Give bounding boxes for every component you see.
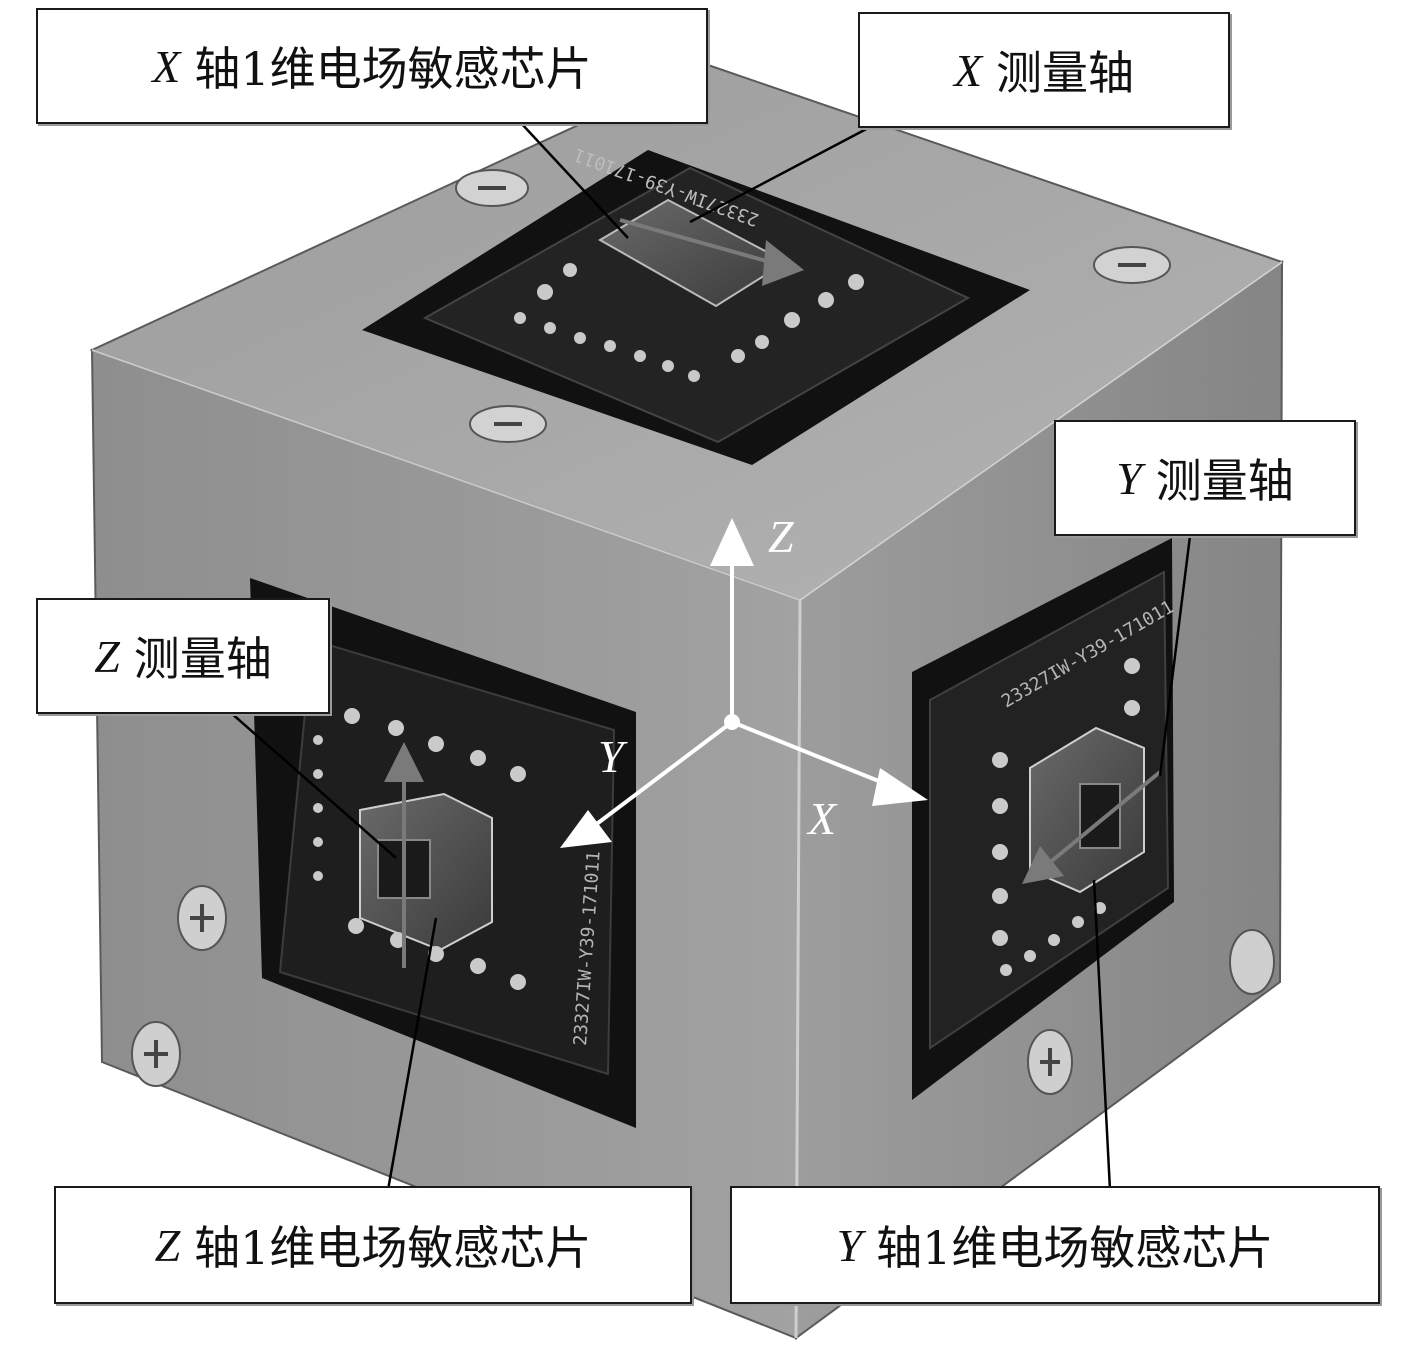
side-screws [131,885,1275,1095]
callout-y-measure-text: 测量轴 [1155,454,1294,508]
leader-lines [229,121,1192,1191]
axis-label-y: Y [598,731,624,782]
callout-z-chip: Z 轴1维电场敏感芯片 [54,1186,692,1304]
callout-y-measure-var: Y [1116,452,1142,504]
callout-x-chip-var: X [152,40,181,92]
callout-x-measure: X 测量轴 [858,12,1230,128]
callout-z-measure-var: Z [94,630,120,682]
axis-label-x: X [808,793,837,844]
callout-x-measure-var: X [953,44,983,96]
callout-y-chip: Y 轴1维电场敏感芯片 [730,1186,1380,1304]
coordinate-axes [560,518,928,848]
callout-z-measure-text: 测量轴 [133,632,272,686]
callout-x-chip: X 轴1维电场敏感芯片 [36,8,708,124]
callout-z-chip-var: Z [154,1219,181,1271]
top-pcb [422,166,971,444]
callout-y-chip-var: Y [836,1219,863,1271]
callout-x-measure-text: 测量轴 [996,46,1135,100]
callout-y-chip-text: 轴1维电场敏感芯片 [876,1221,1274,1275]
callout-y-measure: Y 测量轴 [1054,420,1356,536]
callout-x-chip-text: 轴1维电场敏感芯片 [194,42,592,96]
axis-label-z: Z [768,511,794,562]
callout-z-measure: Z 测量轴 [36,598,330,714]
callout-z-chip-text: 轴1维电场敏感芯片 [194,1221,592,1275]
measurement-arrows [384,218,1162,968]
